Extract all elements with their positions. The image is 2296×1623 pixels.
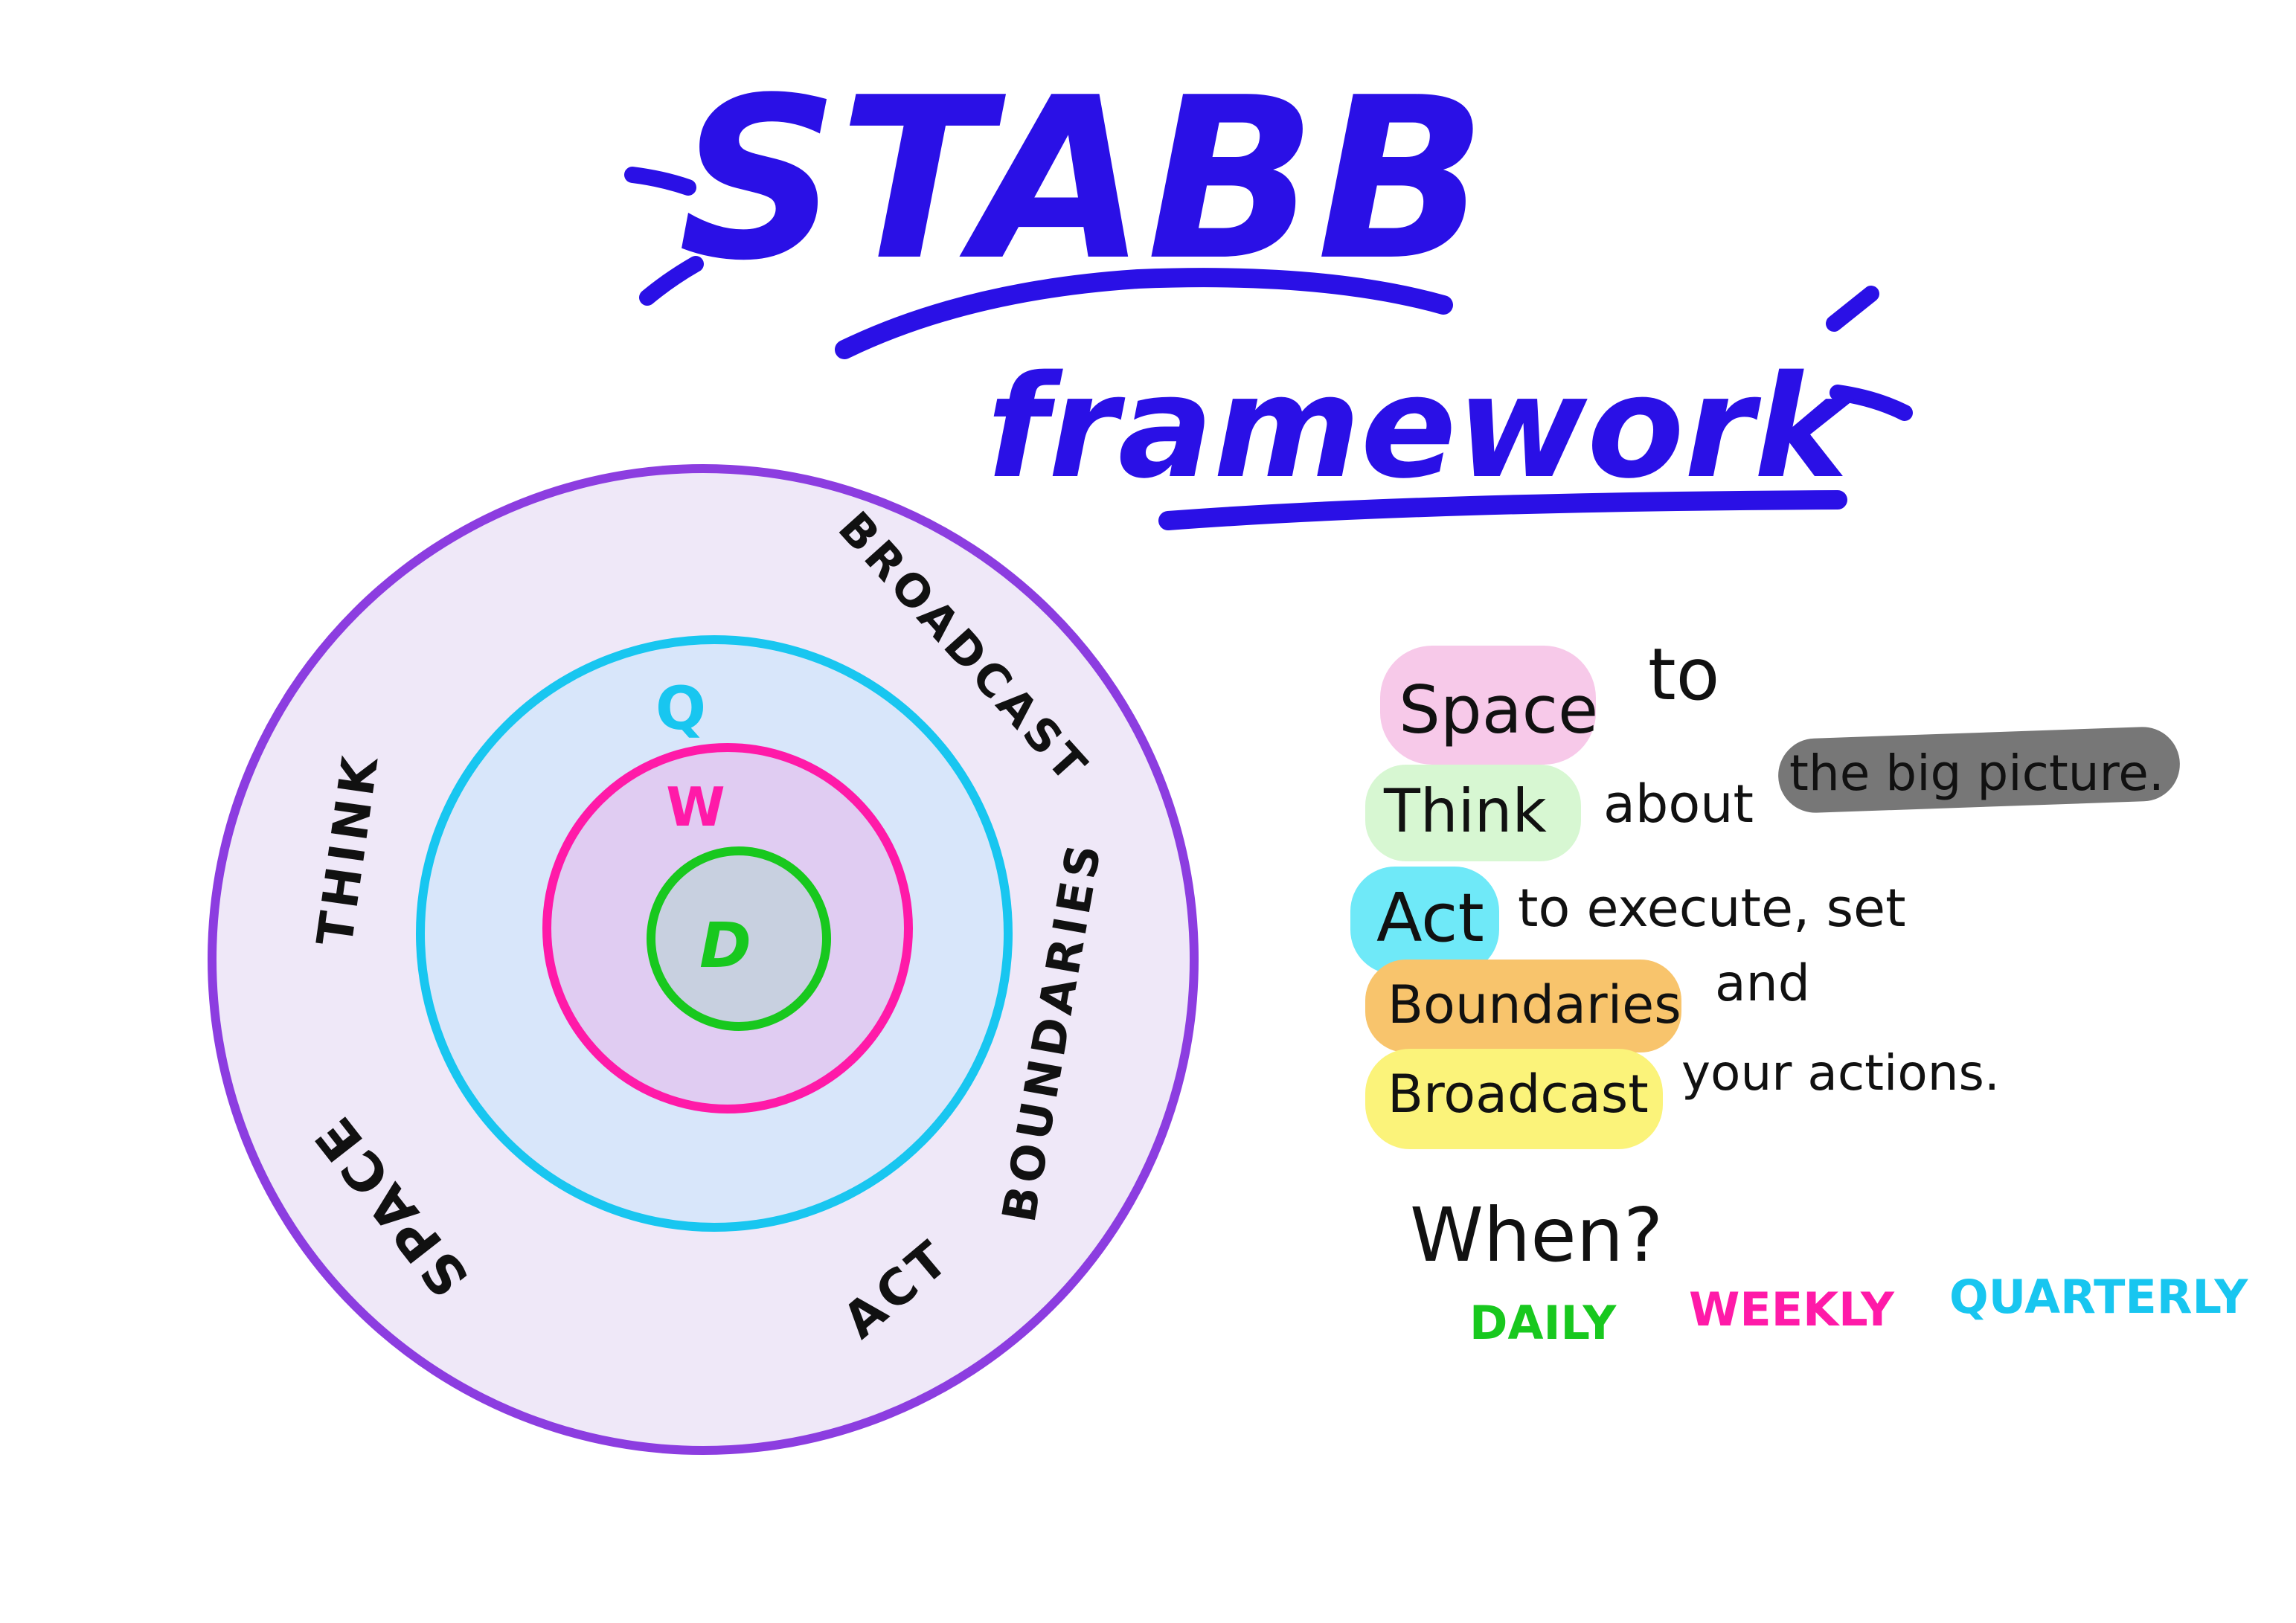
subtitle-text: framework	[987, 345, 1855, 510]
daily-ring-letter: D	[699, 909, 751, 982]
and-word: and	[1715, 954, 1810, 1013]
title-group: STABB framework	[624, 50, 1913, 530]
picture-highlight	[1778, 727, 2180, 813]
daily-ring	[647, 846, 831, 1031]
boundaries-word: Boundaries	[1388, 974, 1681, 1035]
to-word: to	[1648, 633, 1719, 716]
title-accent-left-top	[624, 167, 696, 196]
when-block: When? DAILY WEEKLY QUARTERLY	[1410, 1192, 2248, 1350]
title-accent-right-top	[1826, 286, 1879, 332]
act-highlight	[1350, 867, 1499, 974]
space-word: Space	[1399, 672, 1598, 748]
broadcast-highlight	[1365, 1049, 1663, 1149]
title-text: STABB	[679, 50, 1487, 309]
big-picture-phrase: the big picture.	[1789, 745, 2164, 802]
quarterly-ring-letter: Q	[655, 674, 706, 743]
broadcast-word: Broadcast	[1388, 1064, 1649, 1125]
act-word: Act	[1376, 879, 1484, 957]
about-word: about	[1603, 774, 1754, 835]
subtitle-underline	[1158, 490, 1847, 530]
think-highlight	[1365, 765, 1581, 861]
title-accent-left-bottom	[639, 256, 704, 306]
definition-block: Space to Think about the big picture. Ac…	[1350, 633, 2180, 1149]
quarterly-label: QUARTERLY	[1949, 1270, 2248, 1324]
title-accent-right-bottom	[1830, 385, 1913, 421]
weekly-ring-letter: W	[666, 776, 725, 838]
space-highlight	[1380, 646, 1596, 765]
when-question: When?	[1410, 1192, 1663, 1279]
your-actions-phrase: your actions.	[1681, 1044, 2000, 1102]
execute-phrase: to execute, set	[1518, 878, 1906, 939]
daily-label: DAILY	[1469, 1296, 1617, 1350]
title-underline	[835, 268, 1453, 359]
boundaries-highlight	[1365, 960, 1681, 1052]
weekly-label: WEEKLY	[1689, 1282, 1895, 1337]
think-word: Think	[1383, 777, 1548, 846]
rings-diagram: Q W D THINK SPACE BROADCAST BOUNDARIES A…	[208, 464, 1199, 1455]
